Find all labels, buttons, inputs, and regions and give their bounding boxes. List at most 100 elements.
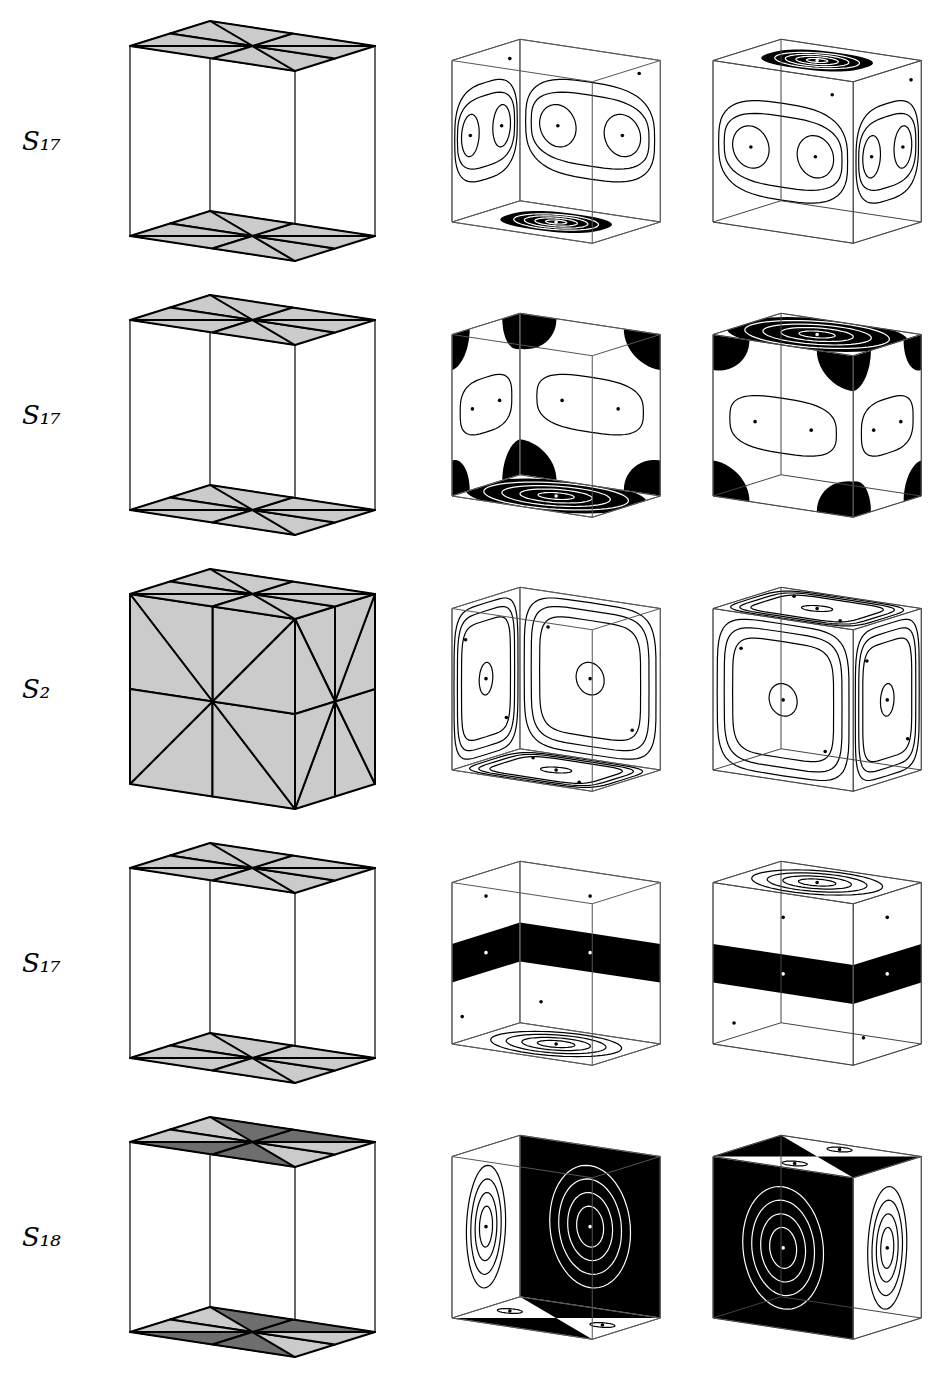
cube-edge [592, 770, 660, 791]
critical-point [823, 750, 827, 754]
cube-edge [660, 335, 661, 497]
cube-edge [452, 1044, 592, 1065]
cube-edge [781, 39, 921, 60]
contour-line [859, 113, 916, 190]
critical-point [906, 737, 910, 741]
cube-edge [520, 1135, 660, 1156]
critical-point [554, 220, 558, 224]
contour-line [540, 105, 577, 147]
contour-line [497, 1309, 522, 1314]
cube-edge [592, 630, 593, 792]
contour-line [782, 1161, 807, 1166]
critical-point [753, 420, 757, 424]
contour-line [455, 79, 518, 182]
contour-line [855, 619, 919, 780]
cube-edge [781, 39, 782, 201]
contour-line [577, 1206, 604, 1247]
cube-edge [374, 1142, 375, 1332]
triangulated-cube [130, 295, 375, 535]
cube-edge [592, 1178, 593, 1340]
critical-point [739, 646, 743, 650]
critical-point [464, 638, 468, 642]
contour-line [480, 1206, 493, 1247]
critical-point [505, 716, 509, 720]
contour-line [783, 876, 852, 889]
cube-edge [452, 39, 520, 60]
cube-edge [452, 61, 453, 223]
contour-line [471, 1179, 501, 1274]
face-outline [520, 39, 660, 222]
cube-outside-view [713, 587, 921, 791]
cube-edge [520, 201, 660, 222]
face-triangle [130, 594, 213, 702]
cube-edge [713, 861, 781, 882]
cube-edge [660, 609, 661, 771]
critical-point [862, 1036, 866, 1040]
contour-line [538, 493, 574, 500]
face-pattern [520, 894, 660, 1003]
face-outline [713, 587, 921, 630]
critical-point [885, 972, 889, 976]
cube-edge [452, 222, 592, 243]
cube-edge [129, 46, 130, 236]
symmetry-group-label: S₁₇ [22, 128, 61, 154]
face-triangle [335, 594, 375, 702]
face-outline [520, 587, 660, 770]
cube-edge [520, 1297, 660, 1318]
contour-line [863, 136, 881, 178]
contour-line [770, 1227, 797, 1268]
cube-edge [713, 609, 714, 771]
contour-line [479, 662, 493, 695]
face-triangle [295, 619, 335, 714]
face-ground [713, 1157, 853, 1340]
contour-line [724, 113, 842, 190]
face-triangle [213, 702, 296, 810]
face-outline [853, 1157, 921, 1340]
face-pattern [713, 1157, 853, 1340]
cube-edge [853, 496, 921, 517]
cube-edge [713, 587, 781, 608]
cube-edge [452, 1135, 520, 1156]
contour-line [799, 331, 835, 338]
cube-edge [713, 1318, 853, 1339]
cube-edge [713, 496, 853, 517]
face-pattern [868, 1187, 907, 1310]
cube-edge [520, 39, 521, 201]
cube-edge [592, 356, 593, 518]
face-pattern [454, 598, 518, 759]
pattern-region [520, 1135, 660, 1318]
critical-point [508, 57, 512, 61]
cube-edge [452, 587, 520, 608]
critical-point [732, 1021, 736, 1025]
contour-line [730, 396, 837, 457]
critical-point [588, 951, 592, 955]
contour-line [859, 628, 916, 772]
face-ground [452, 1135, 520, 1318]
cube-inside-view [452, 587, 660, 791]
contour-line [506, 1034, 606, 1053]
contour-line [460, 374, 512, 435]
face-triangle [130, 498, 253, 511]
pattern-region [452, 1318, 592, 1339]
critical-point [500, 124, 504, 128]
critical-point [865, 659, 869, 663]
cube-edge [452, 1318, 592, 1339]
contour-line [798, 879, 835, 886]
face-outline [713, 1157, 853, 1340]
face-pattern [452, 1297, 660, 1340]
cube-inside-view [434, 277, 696, 532]
cube-edge [781, 749, 921, 770]
face-outline [452, 861, 520, 1044]
cube-edge [592, 1044, 660, 1065]
contour-line [531, 92, 649, 169]
face-pattern [727, 317, 908, 352]
face-pattern [731, 591, 904, 626]
cube-edge [713, 883, 853, 904]
cube-edge [592, 1318, 660, 1339]
cube-edge [592, 630, 593, 792]
face-ground [452, 39, 520, 222]
cube-edge [713, 1157, 853, 1178]
contour-line [475, 1193, 497, 1261]
cube-edge [853, 1318, 921, 1339]
